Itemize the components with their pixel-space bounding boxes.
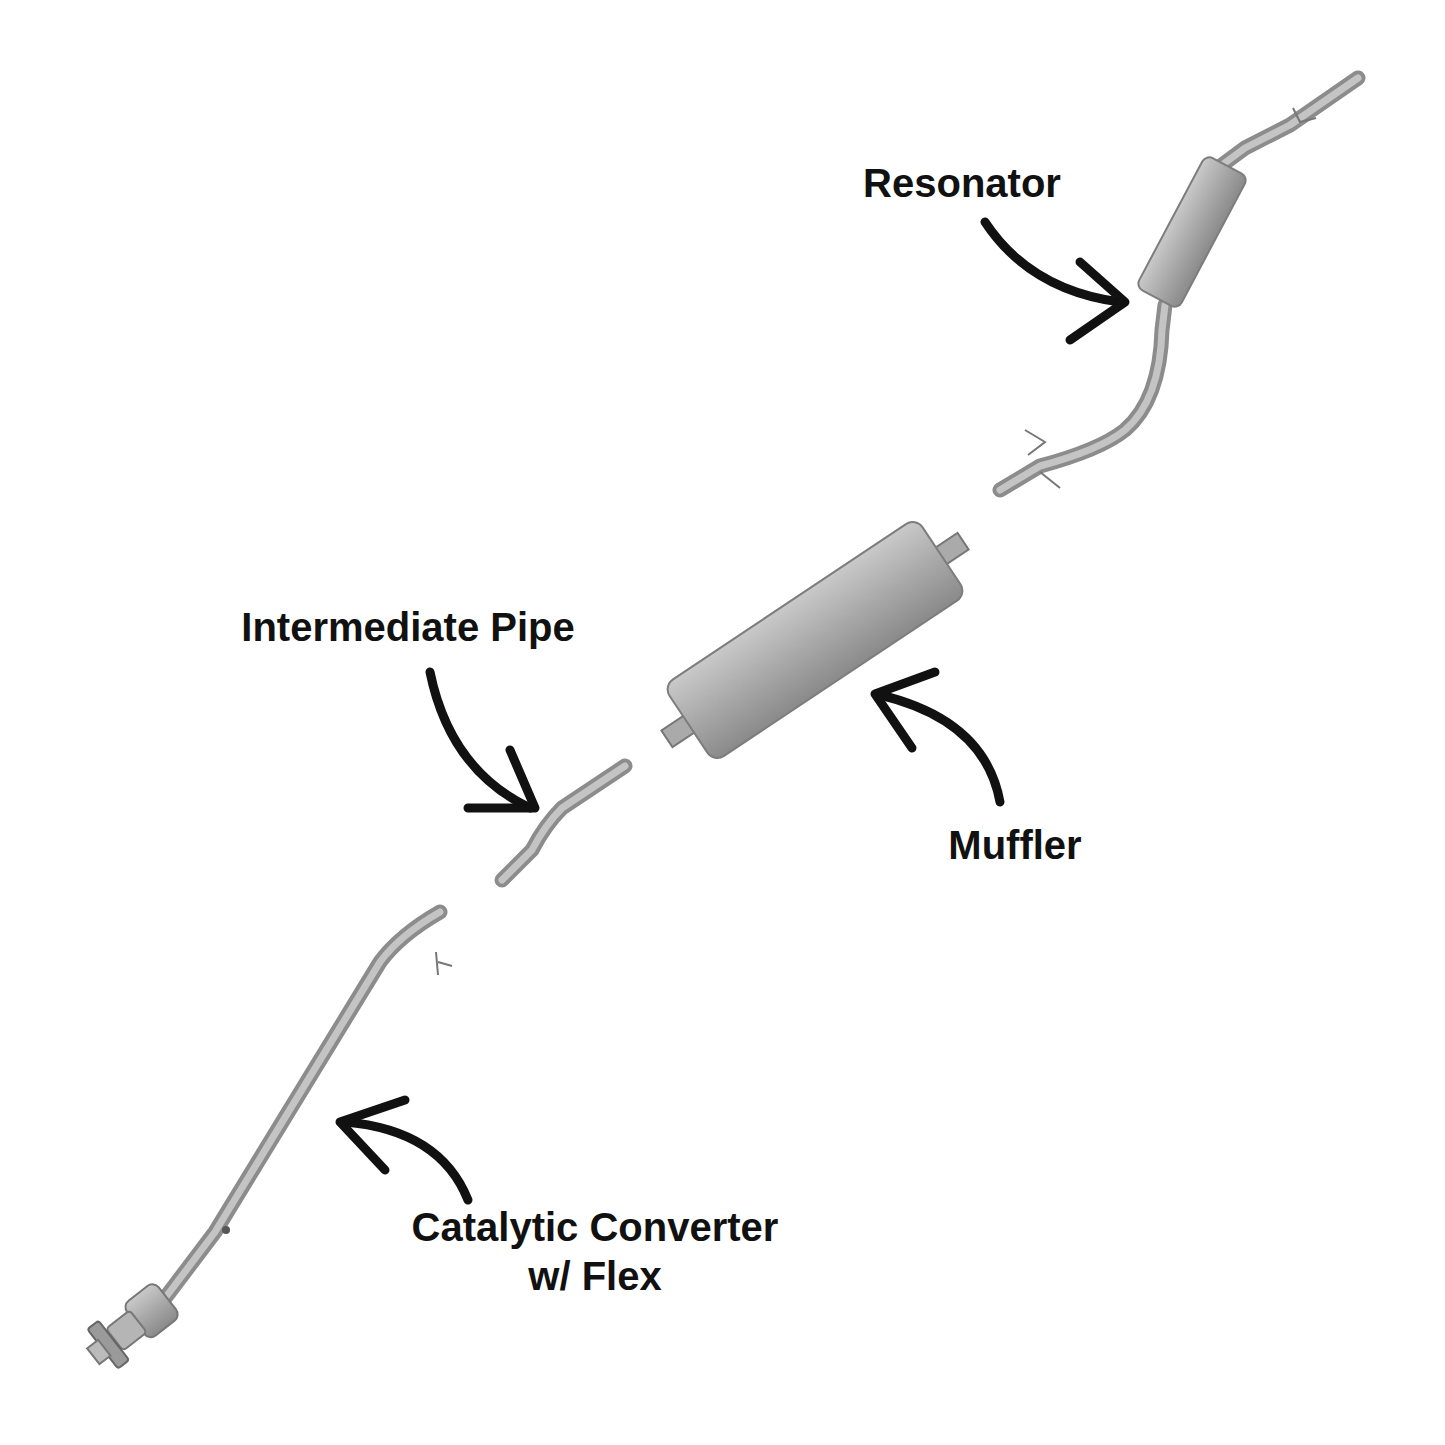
part-label: Resonator — [863, 159, 1061, 208]
leader-arrows — [340, 222, 1125, 1200]
leader-arrow — [345, 1122, 468, 1200]
leader-arrow — [880, 695, 1000, 802]
part-label: Muffler — [948, 821, 1081, 870]
part-label: Intermediate Pipe — [241, 603, 574, 652]
leader-arrow — [430, 672, 530, 808]
catalytic-converter — [78, 912, 452, 1376]
arrow-head — [468, 750, 535, 808]
arrow-head — [1070, 262, 1125, 340]
muffler — [641, 503, 988, 777]
arrow-head — [340, 1100, 405, 1170]
part-label: Catalytic Converter w/ Flex — [390, 1203, 800, 1301]
arrow-head — [875, 672, 935, 748]
leader-arrow — [985, 222, 1120, 302]
